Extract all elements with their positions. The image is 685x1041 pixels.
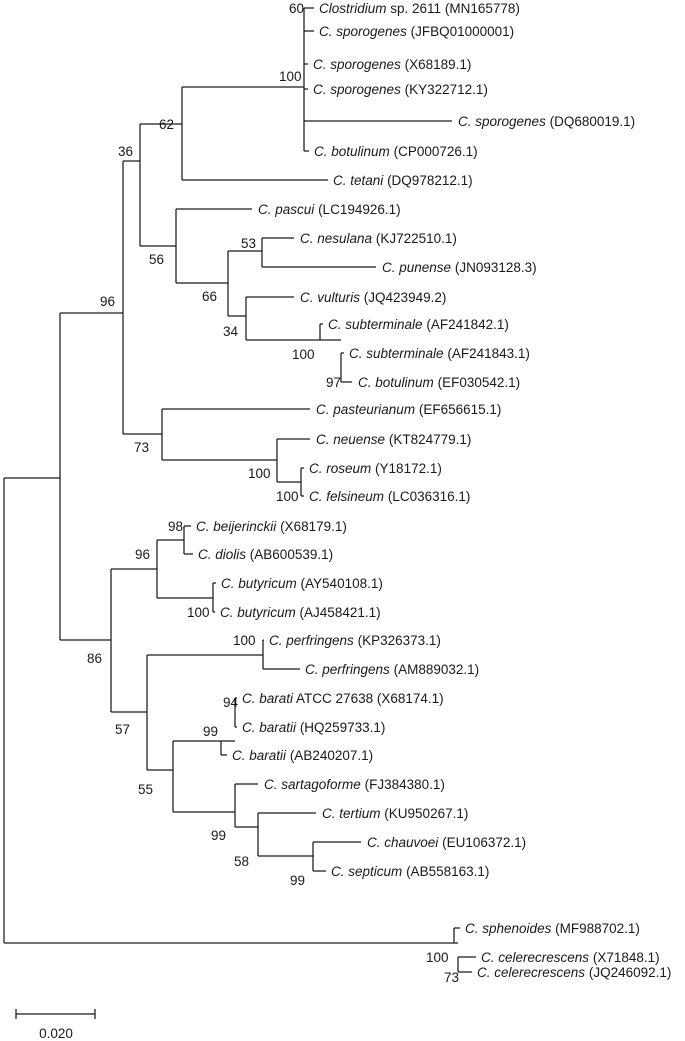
- taxon-label: C. butyricum (AJ458421.1): [220, 605, 381, 620]
- bootstrap-value: 94: [223, 695, 239, 710]
- bootstrap-value: 100: [279, 69, 302, 84]
- taxon-label: C. sporogenes (JFBQ01000001): [319, 24, 514, 39]
- taxon-label: C. pasteurianum (EF656615.1): [316, 402, 501, 417]
- bootstrap-value: 36: [118, 144, 133, 159]
- taxon-label: Clostridium sp. 2611 (MN165778): [319, 1, 520, 16]
- taxon-label: C. botulinum (CP000726.1): [314, 144, 478, 159]
- taxon-label: C. sporogenes (DQ680019.1): [458, 114, 635, 129]
- bootstrap-value: 100: [292, 347, 315, 362]
- bootstrap-value: 55: [138, 782, 153, 797]
- bootstrap-value: 62: [159, 117, 174, 132]
- taxon-label: C. perfringens (KP326373.1): [269, 633, 441, 648]
- taxon-label: C. tetani (DQ978212.1): [333, 173, 473, 188]
- bootstrap-value: 99: [290, 873, 305, 888]
- bootstrap-value: 96: [100, 294, 115, 309]
- taxon-label: C. sartagoforme (FJ384380.1): [264, 777, 445, 792]
- bootstrap-values: 60 100 62 36 96 56 53 66 34 100 97 73 10…: [87, 1, 459, 985]
- taxon-label: C. subterminale (AF241843.1): [349, 346, 530, 361]
- bootstrap-value: 99: [203, 724, 218, 739]
- taxon-label: C. septicum (AB558163.1): [331, 864, 489, 879]
- taxon-label: C. baratii (AB240207.1): [232, 748, 373, 763]
- bootstrap-value: 98: [168, 519, 183, 534]
- taxon-label: C. sphenoides (MF988702.1): [465, 921, 640, 936]
- bootstrap-value: 34: [223, 324, 239, 339]
- bootstrap-value: 56: [149, 252, 164, 267]
- bootstrap-value: 97: [326, 375, 341, 390]
- bootstrap-value: 66: [202, 289, 217, 304]
- bootstrap-value: 73: [444, 970, 459, 985]
- bootstrap-value: 73: [134, 440, 149, 455]
- taxon-label: C. sporogenes (X68189.1): [313, 57, 471, 72]
- tree-branches: [3, 7, 476, 973]
- taxon-label: C. baratii (HQ259733.1): [242, 720, 385, 735]
- taxon-label: C. sporogenes (KY322712.1): [313, 82, 488, 97]
- bootstrap-value: 60: [289, 1, 304, 16]
- taxon-label: C. butyricum (AY540108.1): [221, 576, 383, 591]
- taxon-label: C. celerecrescens (JQ246092.1): [477, 965, 671, 980]
- scale-bar-label: 0.020: [39, 1026, 73, 1041]
- bootstrap-value: 99: [211, 828, 226, 843]
- bootstrap-value: 96: [135, 547, 150, 562]
- taxon-label: C. pascui (LC194926.1): [258, 202, 401, 217]
- taxon-label: C. perfringens (AM889032.1): [305, 662, 479, 677]
- taxon-labels: Clostridium sp. 2611 (MN165778) C. sporo…: [196, 1, 671, 980]
- taxon-label: C. barati ATCC 27638 (X68174.1): [242, 691, 444, 706]
- bootstrap-value: 86: [87, 651, 102, 666]
- bootstrap-value: 58: [234, 854, 249, 869]
- taxon-label: C. beijerinckii (X68179.1): [196, 519, 347, 534]
- taxon-label: C. diolis (AB600539.1): [198, 547, 333, 562]
- bootstrap-value: 100: [276, 489, 299, 504]
- taxon-label: C. celerecrescens (X71848.1): [481, 950, 660, 965]
- bootstrap-value: 100: [248, 466, 271, 481]
- bootstrap-value: 57: [115, 722, 130, 737]
- bootstrap-value: 100: [233, 633, 256, 648]
- taxon-label: C. felsineum (LC036316.1): [309, 489, 470, 504]
- taxon-label: C. tertium (KU950267.1): [322, 806, 468, 821]
- taxon-label: C. subterminale (AF241842.1): [328, 317, 509, 332]
- taxon-label: C. chauvoei (EU106372.1): [367, 835, 526, 850]
- scale-bar-line: [15, 1009, 96, 1019]
- scale-bar: 0.020: [15, 1009, 96, 1041]
- taxon-label: C. vulturis (JQ423949.2): [300, 290, 446, 305]
- bootstrap-value: 100: [426, 950, 449, 965]
- bootstrap-value: 100: [187, 605, 210, 620]
- taxon-label: C. botulinum (EF030542.1): [358, 375, 520, 390]
- taxon-label: C. roseum (Y18172.1): [309, 461, 442, 476]
- taxon-label: C. neuense (KT824779.1): [316, 432, 471, 447]
- taxon-label: C. nesulana (KJ722510.1): [300, 231, 457, 246]
- bootstrap-value: 53: [241, 236, 256, 251]
- taxon-label: C. punense (JN093128.3): [382, 260, 537, 275]
